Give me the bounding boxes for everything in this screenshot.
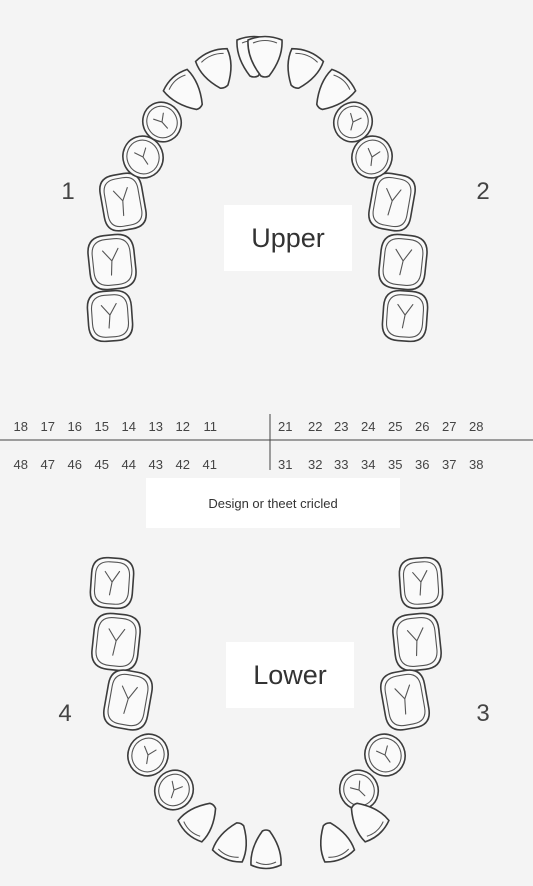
upper-right-tooth bbox=[86, 233, 137, 292]
upper-left-tooth bbox=[377, 233, 428, 292]
lower-tooth-number: 41 bbox=[203, 457, 217, 472]
lower-left-tooth bbox=[391, 612, 443, 673]
lower-tooth-number: 43 bbox=[149, 457, 163, 472]
lower-right-tooth bbox=[211, 817, 255, 865]
lower-tooth-number: 33 bbox=[334, 457, 348, 472]
upper-tooth-number: 23 bbox=[334, 419, 348, 434]
lower-tooth-number: 34 bbox=[361, 457, 375, 472]
lower-left-tooth bbox=[312, 817, 356, 865]
upper-tooth-number: 27 bbox=[442, 419, 456, 434]
lower-arch-label: Lower bbox=[226, 642, 354, 708]
lower-right-tooth bbox=[89, 557, 134, 610]
lower-tooth-number: 35 bbox=[388, 457, 402, 472]
upper-tooth-number: 15 bbox=[95, 419, 109, 434]
quadrant-3-label: 3 bbox=[473, 700, 493, 728]
lower-tooth-number: 44 bbox=[122, 457, 136, 472]
quadrant-1-label: 1 bbox=[58, 178, 78, 206]
lower-tooth-number: 48 bbox=[14, 457, 28, 472]
upper-tooth-number: 14 bbox=[122, 419, 136, 434]
lower-tooth-number: 36 bbox=[415, 457, 429, 472]
upper-tooth-number: 24 bbox=[361, 419, 375, 434]
lower-right-tooth bbox=[251, 830, 281, 869]
quadrant-4-label: 4 bbox=[55, 700, 75, 728]
lower-tooth-number: 45 bbox=[95, 457, 109, 472]
upper-tooth-number: 21 bbox=[278, 419, 292, 434]
upper-right-tooth bbox=[86, 290, 133, 343]
upper-left-tooth bbox=[279, 45, 325, 93]
upper-left-tooth bbox=[366, 171, 417, 233]
lower-left-tooth bbox=[378, 668, 431, 733]
tooth-numbers-upper-row: 18 17 16 15 14 13 12 11 21 22 23 24 25 26 27 28 bbox=[14, 419, 484, 434]
upper-arch-teeth bbox=[86, 37, 428, 343]
chart-caption: Design or theet cricled bbox=[146, 478, 400, 528]
lower-left-tooth bbox=[398, 557, 443, 610]
lower-arch-teeth bbox=[89, 557, 443, 869]
upper-tooth-number: 12 bbox=[176, 419, 190, 434]
quadrant-2-label: 2 bbox=[473, 178, 493, 206]
lower-tooth-number: 32 bbox=[308, 457, 322, 472]
upper-right-tooth bbox=[97, 171, 148, 233]
upper-tooth-number: 13 bbox=[149, 419, 163, 434]
upper-left-tooth bbox=[381, 290, 428, 343]
lower-tooth-number: 46 bbox=[68, 457, 82, 472]
upper-tooth-number: 11 bbox=[204, 419, 218, 434]
upper-tooth-number: 17 bbox=[41, 419, 55, 434]
lower-tooth-number: 38 bbox=[469, 457, 483, 472]
lower-tooth-number: 47 bbox=[41, 457, 55, 472]
lower-tooth-number: 31 bbox=[278, 457, 292, 472]
upper-tooth-number: 26 bbox=[415, 419, 429, 434]
upper-tooth-number: 25 bbox=[388, 419, 402, 434]
upper-arch-label: Upper bbox=[224, 205, 352, 271]
upper-tooth-number: 16 bbox=[68, 419, 82, 434]
upper-tooth-number: 18 bbox=[14, 419, 28, 434]
lower-tooth-number: 37 bbox=[442, 457, 456, 472]
lower-right-tooth bbox=[90, 612, 142, 673]
upper-tooth-number: 28 bbox=[469, 419, 483, 434]
tooth-numbers-lower-row: 48 47 46 45 44 43 42 41 31 32 33 34 35 36 37 38 bbox=[14, 457, 484, 472]
lower-tooth-number: 42 bbox=[176, 457, 190, 472]
lower-right-tooth bbox=[101, 668, 154, 733]
upper-right-tooth bbox=[194, 45, 240, 93]
upper-tooth-number: 22 bbox=[308, 419, 322, 434]
